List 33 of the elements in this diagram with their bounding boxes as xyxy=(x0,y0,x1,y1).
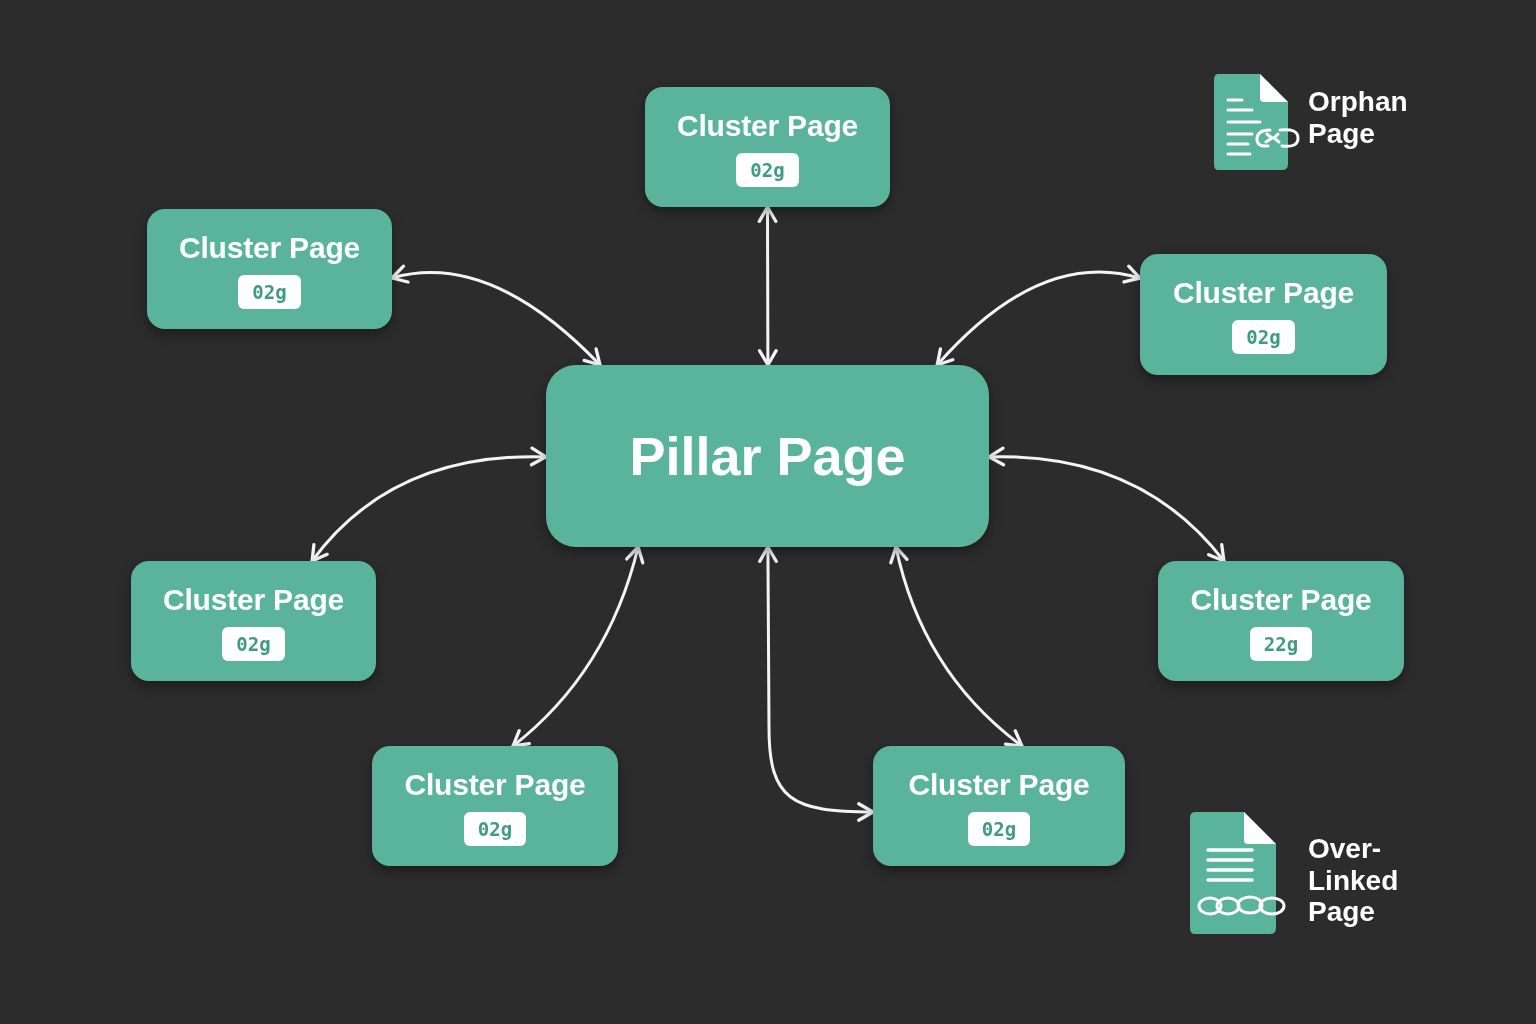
hub-page-box xyxy=(546,365,989,547)
connector-arrow xyxy=(511,545,645,748)
node-title: Pillar Page xyxy=(629,425,906,488)
connector-arrow xyxy=(758,545,875,822)
page-box xyxy=(645,87,890,207)
connector-arrow xyxy=(390,265,602,367)
icon-caption: Over-Linked Page xyxy=(1308,833,1400,928)
page-tag: 02g xyxy=(463,811,527,846)
icon-caption: Orphan Page xyxy=(1308,86,1409,149)
connector-arrow xyxy=(310,447,548,563)
page-tag: 02g xyxy=(1232,320,1295,354)
node-title: Cluster Page xyxy=(404,766,586,803)
node-title: Cluster Page xyxy=(179,229,360,266)
connector-arrow xyxy=(987,447,1226,563)
page-box xyxy=(1158,561,1404,681)
page-tag: 02g xyxy=(967,811,1031,846)
node-title: Cluster Page xyxy=(1173,275,1354,311)
connector-arrow xyxy=(935,265,1142,367)
page-tag: 22g xyxy=(1249,626,1313,661)
page-box xyxy=(372,746,618,866)
page-box xyxy=(873,746,1125,866)
page-tag: 02g xyxy=(736,152,799,187)
node-title: Cluster Page xyxy=(908,766,1090,803)
page-box xyxy=(147,209,392,329)
node-title: Cluster Page xyxy=(677,107,858,144)
connector-arrow xyxy=(889,545,1024,748)
node-title: Cluster Page xyxy=(1190,581,1372,618)
page-box xyxy=(131,561,376,681)
page-box xyxy=(1140,254,1387,375)
page-tag: 02g xyxy=(222,626,285,661)
page-tag: 02g xyxy=(238,274,301,309)
connector-arrow xyxy=(757,205,778,367)
node-title: Cluster Page xyxy=(163,581,344,618)
